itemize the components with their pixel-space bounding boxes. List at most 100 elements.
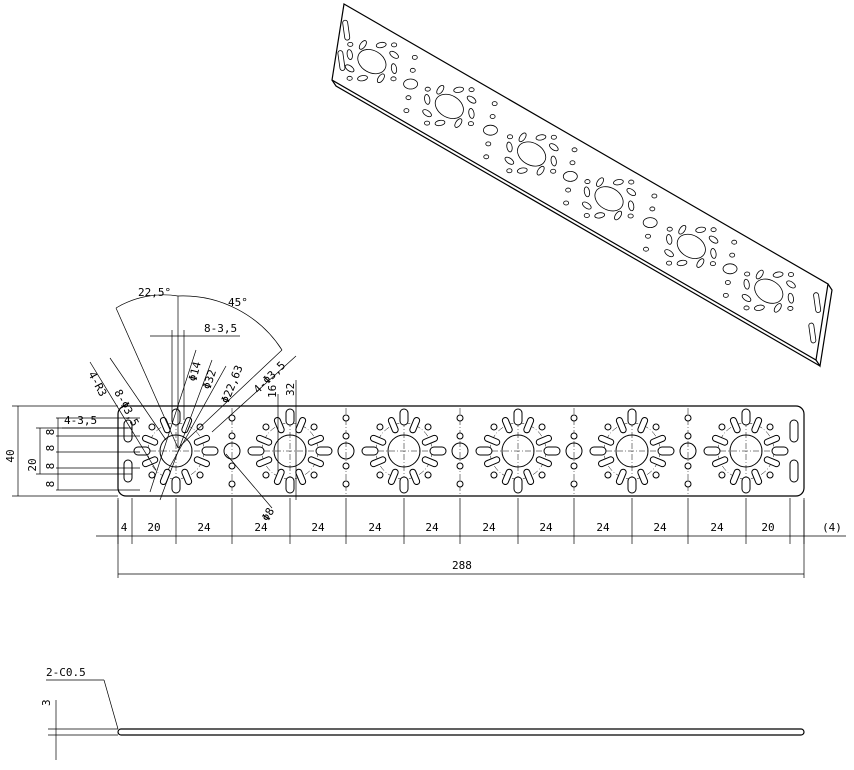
small-hole (456, 462, 464, 470)
iso-small-hole (651, 193, 658, 199)
small-hole (684, 462, 692, 470)
dimension-lines (12, 294, 846, 578)
small-hole (718, 423, 726, 431)
small-hole (342, 432, 350, 440)
arc-slot (763, 434, 780, 446)
v-slot (627, 408, 637, 426)
small-hole (766, 423, 774, 431)
arc-slot (729, 468, 741, 485)
phi-22-63: Φ22,63 (219, 363, 246, 405)
small-hole (310, 423, 318, 431)
arc-slot (598, 456, 615, 468)
small-hole (538, 471, 546, 479)
h-slot (429, 446, 447, 456)
small-hole (262, 471, 270, 479)
iso-small-hole (571, 147, 578, 153)
chamfer-label: 2-C0.5 (46, 666, 86, 679)
chain-dim-2: 24 (197, 521, 211, 534)
small-hole (604, 471, 612, 479)
small-hole (490, 471, 498, 479)
iso-hole-group (664, 224, 719, 268)
small-hole (376, 471, 384, 479)
arc-slot (535, 456, 552, 468)
chain-dim-1: 20 (147, 521, 160, 534)
arc-slot (256, 434, 273, 446)
small-hole (456, 414, 464, 422)
arc-slot (615, 417, 627, 434)
arc-slot (523, 468, 535, 485)
end-slot (123, 459, 133, 483)
h-slot (247, 446, 265, 456)
iso-small-hole (405, 95, 412, 101)
phi-14: Φ14 (186, 360, 204, 383)
iso-mid-hole (722, 263, 738, 275)
chain-dim-11: 24 (710, 521, 724, 534)
h-slot (771, 446, 789, 456)
iso-small-hole (731, 239, 738, 245)
iso-end-slot (808, 322, 817, 344)
plate-side (117, 728, 805, 736)
arc-slot (421, 456, 438, 468)
chain-dim-4: 24 (311, 521, 325, 534)
iso-small-hole (649, 206, 656, 212)
servo-hole-group (475, 408, 561, 494)
small-hole (570, 480, 578, 488)
chain-dim-5: 24 (368, 521, 382, 534)
dim-8a: 8 (44, 429, 57, 436)
arc-slot (387, 468, 399, 485)
arc-slot (501, 417, 513, 434)
dim-32: 32 (284, 383, 297, 396)
iso-small-hole (483, 154, 490, 160)
thickness-3: 3 (40, 699, 53, 706)
arc-slot (729, 417, 741, 434)
servo-hole-group (247, 408, 333, 494)
arc-slot (159, 417, 171, 434)
iso-end-slot (342, 19, 351, 41)
servo-hole-group (361, 408, 447, 494)
phi-32: Φ32 (200, 368, 219, 391)
arc-slot (751, 417, 763, 434)
iso-small-hole (569, 160, 576, 166)
iso-small-hole (565, 187, 572, 193)
arc-slot (763, 456, 780, 468)
iso-small-hole (722, 292, 729, 298)
arc-slot (142, 456, 159, 468)
small-hole (652, 471, 660, 479)
arc-slot (751, 468, 763, 485)
arc-slot (193, 434, 210, 446)
iso-plate-top (331, 3, 829, 361)
dim-40: 40 (4, 449, 17, 462)
arc-slot (409, 417, 421, 434)
iso-end-slot (337, 50, 346, 71)
connector-holes (223, 408, 241, 494)
arc-slot (307, 434, 324, 446)
chain-dim-10: 24 (653, 521, 667, 534)
small-hole (684, 414, 692, 422)
phi-8: Φ8 (259, 506, 277, 524)
iso-small-hole (489, 114, 496, 119)
small-hole (570, 462, 578, 470)
arc-slot (273, 468, 285, 485)
h-slot (475, 446, 493, 456)
arc-slot (181, 468, 193, 485)
iso-small-hole (403, 108, 410, 113)
v-slot (741, 408, 751, 426)
small-hole (310, 471, 318, 479)
small-hole (228, 480, 236, 488)
small-hole (684, 432, 692, 440)
iso-hole-group (582, 177, 637, 221)
small-hole (604, 423, 612, 431)
chain-dim-12: 20 (761, 521, 774, 534)
h-slot (543, 446, 561, 456)
small-hole (538, 423, 546, 431)
end-slot (789, 459, 799, 483)
arc-slot (637, 468, 649, 485)
chain-dim-9: 24 (596, 521, 610, 534)
servo-hole-group (703, 408, 789, 494)
iso-small-hole (491, 101, 498, 106)
iso-hole-group (741, 269, 796, 313)
iso-small-hole (563, 200, 570, 206)
small-hole (262, 423, 270, 431)
small-hole (652, 423, 660, 431)
